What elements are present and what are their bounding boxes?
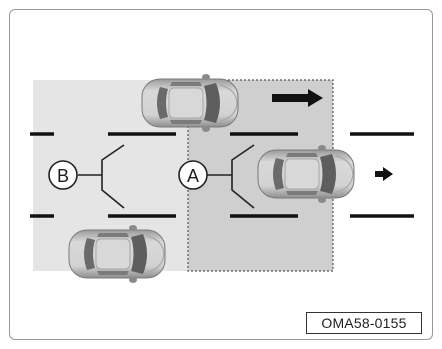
zone-b-bracket [78,144,125,209]
lane-markings [30,132,414,218]
zone-a-bracket [207,144,255,209]
figure-code: OMA58-0155 [306,312,422,334]
arrow-right-icon [272,89,323,107]
car-lower-lane [68,224,166,284]
zone-b-marker: B [48,160,78,190]
arrow-right-icon [375,167,393,181]
zone-b-label: B [57,166,69,186]
car-center-host [257,144,355,204]
zone-a-label: A [187,166,199,186]
car-upper-lane [141,73,239,133]
zone-a-marker: A [178,160,208,190]
